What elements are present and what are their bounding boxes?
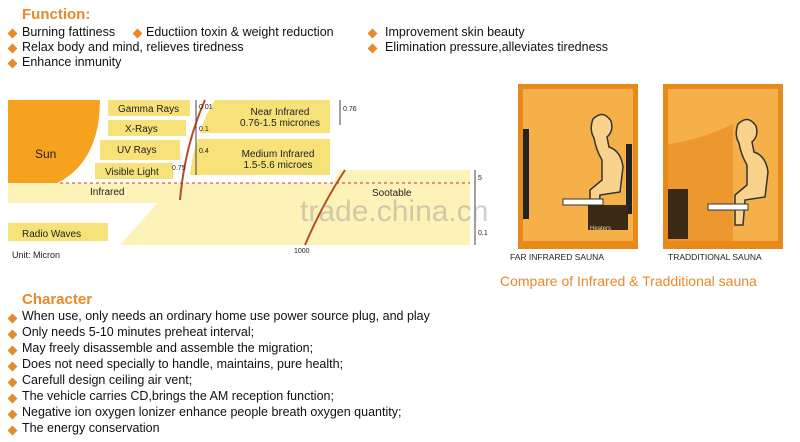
unit-label: Unit: Micron (12, 250, 61, 260)
near-infrared-band (200, 100, 330, 133)
far-infrared-band (300, 170, 470, 245)
medium-infrared-range: 1.5-5.6 microes (243, 160, 313, 171)
xray-band (108, 120, 186, 136)
function-item: Relax body and mind, relieves tiredness (22, 40, 244, 54)
heater-panel (523, 129, 529, 219)
wave-line (179, 99, 206, 201)
bullet-icon (7, 393, 18, 404)
near-infrared-range: 0.76-1.5 micrones (239, 118, 321, 129)
bullet-icon (7, 345, 18, 356)
far-zone (120, 183, 340, 245)
gamma-label: Gamma Rays (118, 104, 180, 115)
bullet-icon (7, 43, 18, 54)
bullet-icon (7, 58, 18, 69)
infrared-label: Infrared (90, 187, 125, 198)
medium-infrared-band (190, 139, 330, 175)
radio-band (8, 223, 108, 241)
radio-label: Radio Waves (22, 229, 82, 240)
traditional-sauna-image (663, 84, 783, 249)
bullet-icon (7, 377, 18, 388)
heaters-label: Heaters (590, 226, 612, 232)
far-sauna-label: FAR INFRARED SAUNA (510, 252, 604, 262)
wave-line (304, 169, 346, 246)
heater-panel (626, 144, 632, 214)
tick-label: 0.1 (199, 126, 209, 133)
uv-label: UV Rays (117, 145, 157, 156)
tick-label: 0.4 (199, 148, 209, 155)
sun-shape (8, 100, 100, 195)
character-item: Negative ion oxygen lonizer enhance peop… (22, 405, 402, 419)
spectrum-svg (8, 99, 476, 246)
stove-box (668, 189, 688, 239)
character-item: Carefull design ceiling air vent; (22, 373, 193, 387)
far-infrared-sauna-image (518, 84, 638, 249)
sun-label: Sun (35, 147, 57, 161)
function-item: Improvement skin beauty (385, 25, 525, 39)
bullet-icon (7, 329, 18, 340)
person-silhouette (589, 113, 624, 221)
visible-band (95, 163, 173, 179)
bullet-icon (367, 43, 378, 54)
character-item: When use, only needs an ordinary home us… (22, 309, 430, 323)
bullet-icon (7, 425, 18, 436)
heaters-box (588, 205, 628, 230)
tick-label: 5 (478, 175, 482, 182)
compare-caption: Compare of Infrared & Tradditional sauna (500, 273, 757, 289)
medium-infrared-title: Medium Infrared (241, 149, 315, 160)
visible-label: Visible Light (105, 167, 159, 178)
watermark: trade.china.cn (300, 195, 489, 228)
character-heading: Character (22, 291, 93, 308)
character-item: The energy conservation (22, 421, 160, 435)
tick-label: 0.01 (199, 104, 213, 111)
character-item: May freely disassemble and assemble the … (22, 341, 314, 355)
character-item: The vehicle carries CD,brings the AM rec… (22, 389, 334, 403)
function-item: Enhance inmunity (22, 55, 122, 69)
character-item: Does not need specially to handle, maint… (22, 357, 344, 371)
tick-label: 0.76 (343, 106, 357, 113)
uv-band (100, 140, 180, 160)
function-heading: Function: (22, 6, 91, 23)
bullet-icon (7, 361, 18, 372)
xray-label: X-Rays (125, 124, 158, 135)
function-item: Elimination pressure,alleviates tirednes… (385, 40, 609, 54)
tick-label: 1000 (294, 248, 310, 255)
function-item: Burning fattiness (22, 25, 116, 39)
traditional-sauna-label: TRADDITIONAL SAUNA (668, 252, 762, 262)
function-item: Eductiion toxin & weight reduction (146, 25, 334, 39)
far-infrared-title: Sootable (372, 188, 412, 199)
tick-label: 0.75 (172, 165, 186, 172)
bullet-icon (132, 28, 143, 39)
near-infrared-title: Near Infrared (250, 107, 310, 118)
gamma-band (108, 100, 190, 116)
bullet-icon (7, 28, 18, 39)
bullet-icon (7, 313, 18, 324)
tick-label: 0.1 (478, 230, 488, 237)
bullet-icon (7, 409, 18, 420)
bullet-icon (367, 28, 378, 39)
character-item: Only needs 5-10 minutes preheat interval… (22, 325, 255, 339)
person-silhouette (734, 118, 769, 226)
